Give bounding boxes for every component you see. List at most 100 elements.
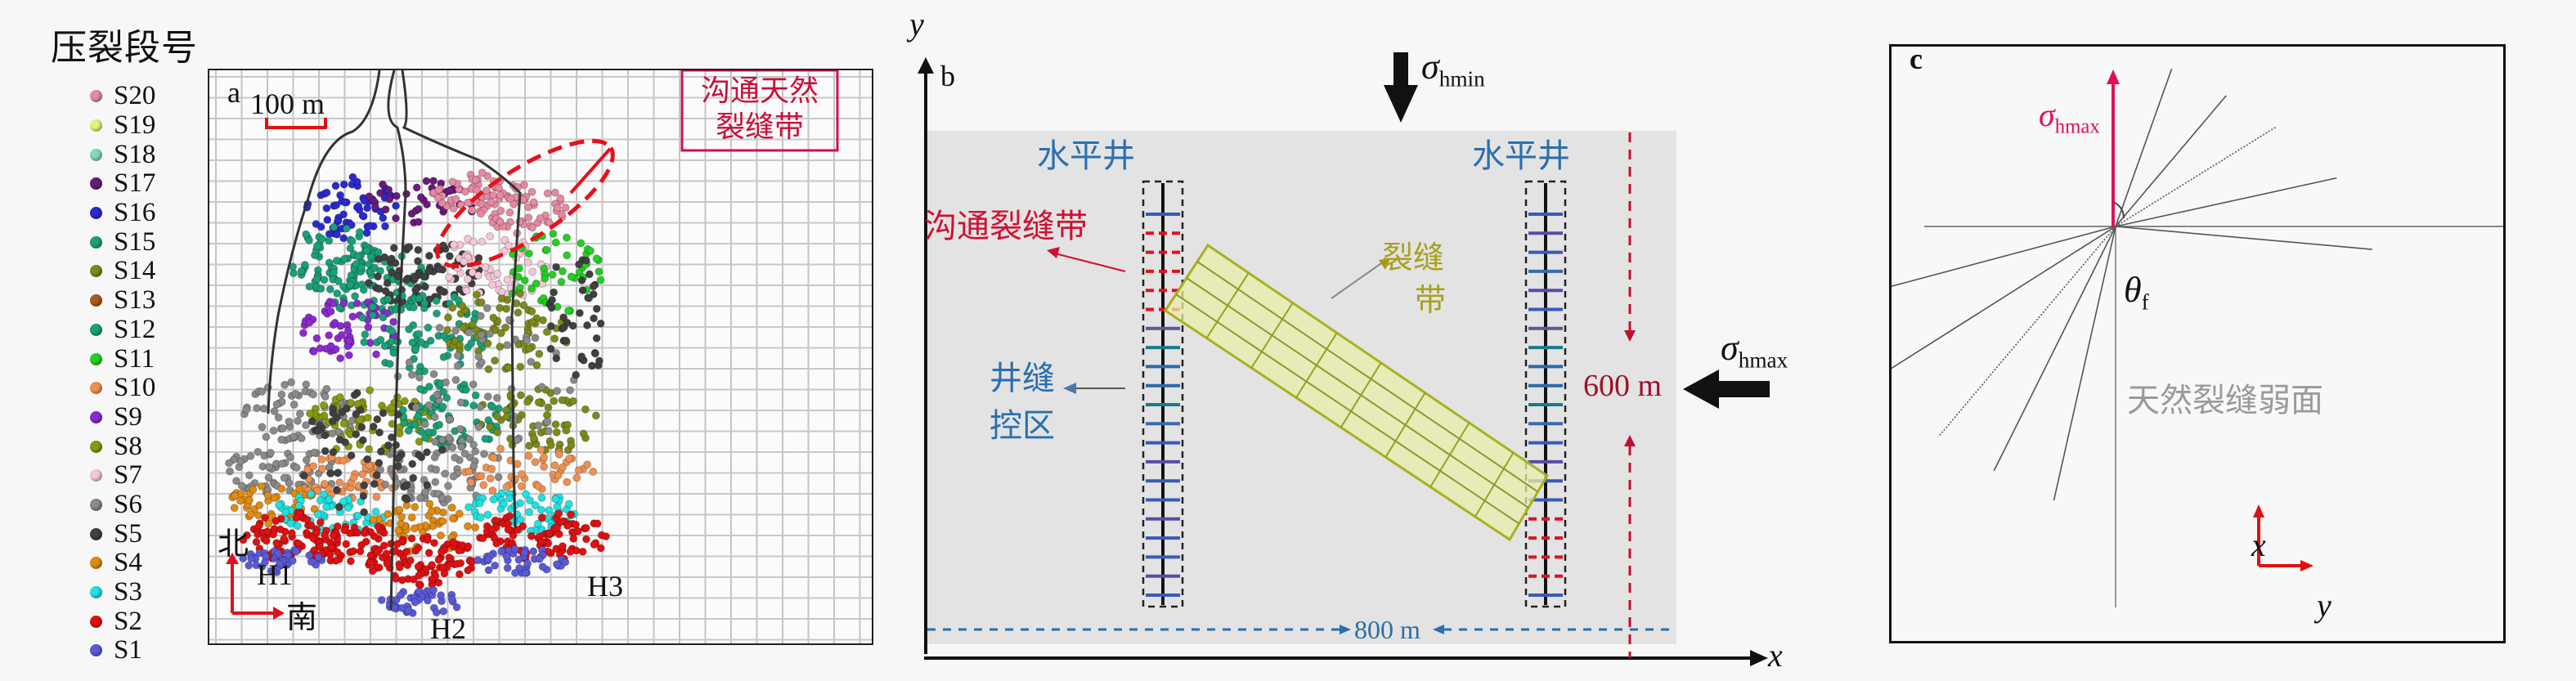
microseismic-event: [471, 523, 480, 532]
fracture-band-label-1: 裂缝: [1382, 240, 1445, 276]
microseismic-event: [430, 413, 439, 422]
legend-swatch-icon: [90, 469, 102, 482]
microseismic-event: [444, 482, 452, 491]
microseismic-event: [368, 311, 377, 320]
microseismic-event: [358, 470, 367, 479]
microseismic-event: [379, 180, 387, 189]
microseismic-event: [473, 186, 481, 195]
microseismic-event: [436, 531, 445, 540]
microseismic-event: [338, 330, 346, 339]
microseismic-event: [374, 522, 383, 531]
microseismic-event: [493, 428, 502, 437]
microseismic-event: [426, 336, 435, 345]
microseismic-event: [473, 556, 482, 565]
fracture-plane-line: [2115, 177, 2337, 227]
sigma-max-arrow-head: [1683, 370, 1719, 409]
microseismic-event: [529, 198, 538, 207]
legend-swatch-icon: [90, 294, 102, 307]
microseismic-event: [464, 435, 473, 444]
microseismic-event: [562, 336, 571, 345]
microseismic-event: [321, 446, 330, 455]
sigma-min-arrow-head: [1384, 85, 1418, 123]
microseismic-event: [448, 177, 457, 186]
microseismic-event: [325, 331, 334, 340]
legend-item: S14: [90, 257, 188, 286]
microseismic-event: [491, 516, 500, 525]
microseismic-event: [312, 220, 321, 228]
microseismic-event: [567, 441, 576, 450]
microseismic-plot: [209, 70, 872, 643]
well-label-h2: H2: [430, 612, 466, 645]
microseismic-event: [388, 327, 397, 336]
microseismic-event: [554, 471, 563, 480]
microseismic-event: [334, 216, 343, 225]
microseismic-event: [339, 456, 348, 465]
microseismic-event: [424, 323, 433, 332]
microseismic-event: [309, 347, 318, 356]
microseismic-event: [395, 563, 404, 571]
microseismic-event: [333, 289, 342, 298]
microseismic-event: [446, 414, 454, 423]
microseismic-event: [245, 561, 254, 570]
microseismic-event: [302, 455, 311, 464]
microseismic-event: [503, 276, 512, 284]
microseismic-event: [348, 312, 357, 321]
microseismic-event: [298, 329, 307, 338]
microseismic-event: [489, 453, 498, 462]
fracture-plane-line: [1993, 226, 2116, 472]
microseismic-event: [533, 519, 542, 528]
microseismic-event: [483, 339, 492, 348]
microseismic-event: [330, 318, 339, 327]
fracture-orientation-plot: [1892, 68, 2503, 607]
microseismic-event: [596, 319, 605, 328]
microseismic-event: [368, 302, 377, 311]
microseismic-event: [366, 558, 375, 567]
microseismic-event: [572, 473, 581, 482]
microseismic-event: [405, 325, 414, 334]
well-trajectory: [387, 70, 407, 611]
microseismic-event: [550, 397, 559, 405]
microseismic-event: [474, 352, 483, 361]
microseismic-event: [415, 294, 424, 303]
microseismic-event: [432, 608, 441, 617]
sigma-hmax-label: σhmax: [1721, 327, 1788, 374]
microseismic-event: [500, 235, 509, 244]
dim-800-right-head: [1433, 625, 1444, 634]
microseismic-event: [281, 508, 290, 517]
microseismic-event: [514, 308, 523, 317]
control-zone-label-2: 控区: [990, 407, 1055, 445]
legend-item: S20: [90, 82, 188, 111]
microseismic-event: [262, 536, 271, 545]
legend-label: S17: [114, 168, 156, 199]
microseismic-event: [225, 459, 233, 468]
microseismic-event: [525, 441, 534, 450]
microseismic-event: [329, 531, 338, 540]
microseismic-event: [350, 391, 359, 400]
callout-box: [680, 70, 839, 152]
microseismic-event: [249, 485, 258, 494]
microseismic-event: [566, 510, 575, 519]
microseismic-event: [462, 286, 471, 295]
microseismic-event: [404, 426, 413, 435]
microseismic-event: [381, 287, 390, 295]
microseismic-event: [566, 386, 575, 395]
microseismic-event: [532, 361, 541, 370]
microseismic-event: [526, 496, 534, 504]
microseismic-event: [368, 567, 377, 576]
microseismic-event: [303, 515, 312, 524]
microseismic-event: [355, 415, 364, 424]
dim-800-left-head: [1340, 625, 1351, 634]
theta-angle-arc: [2112, 201, 2125, 219]
microseismic-event: [277, 435, 286, 444]
microseismic-event: [372, 350, 381, 359]
microseismic-event: [280, 473, 289, 482]
microseismic-event: [448, 514, 457, 523]
microseismic-event: [464, 566, 473, 575]
microseismic-event: [360, 529, 369, 538]
microseismic-event: [358, 313, 367, 322]
microseismic-event: [472, 325, 481, 334]
microseismic-event: [342, 540, 351, 549]
microseismic-event: [313, 510, 322, 519]
microseismic-event: [541, 274, 550, 283]
legend-swatch-icon: [90, 557, 102, 570]
